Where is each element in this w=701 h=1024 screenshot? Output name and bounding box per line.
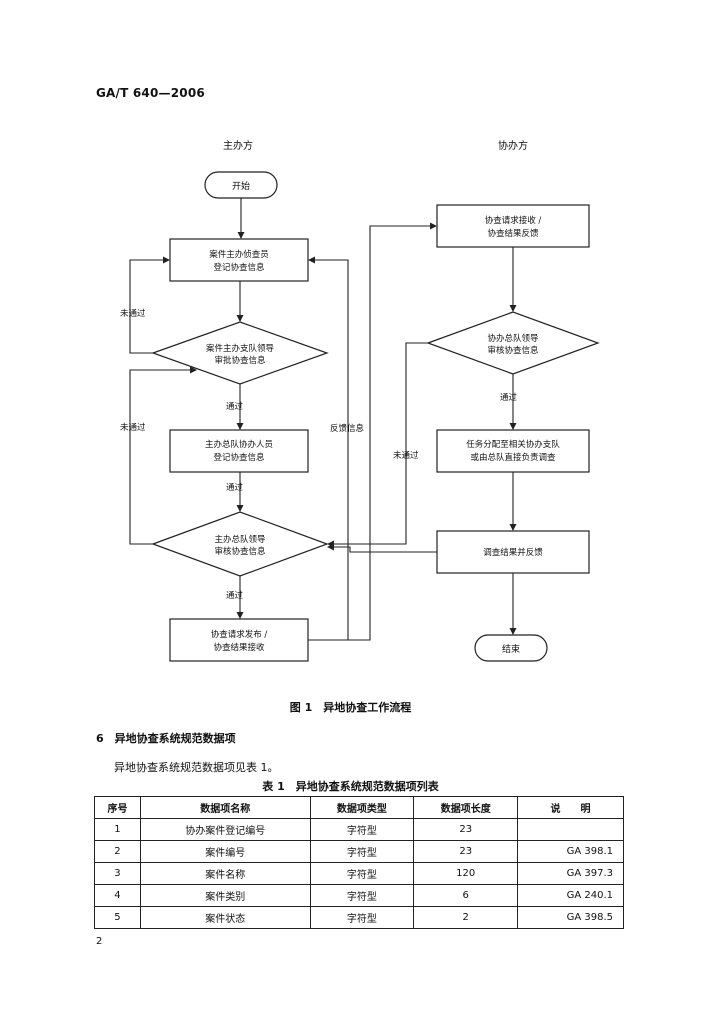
cell-note: GA 397.3: [517, 862, 624, 885]
cell-type: 字符型: [309, 818, 415, 841]
cell-no: 3: [94, 862, 141, 885]
rbox2-line2: 或由总队直接负责调查: [470, 452, 556, 463]
assist-decision: [426, 311, 600, 375]
corps-register-box: [169, 429, 309, 473]
cell-name: 协办案件登记编号: [139, 818, 311, 841]
label-pass-1: 通过: [226, 401, 244, 412]
col-header-length: 数据项长度: [413, 796, 519, 819]
figure-caption: 图 1 异地协查工作流程: [289, 701, 412, 714]
cell-length: 120: [413, 862, 519, 885]
table-row: 2 案件编号 字符型 23 GA 398.1: [94, 840, 624, 863]
rdec-line2: 审核协查信息: [487, 345, 539, 356]
rbox2-line1: 任务分配至相关协办支队: [466, 439, 560, 450]
col-header-name: 数据项名称: [139, 796, 311, 819]
cell-length: 23: [413, 818, 519, 841]
table-header-row: 序号 数据项名称 数据项类型 数据项长度 说 明: [94, 796, 624, 819]
cell-no: 5: [94, 906, 141, 929]
rdec-line1: 协办总队领导: [487, 333, 539, 344]
table-row: 4 案件类别 字符型 6 GA 240.1: [94, 884, 624, 907]
col-header-type: 数据项类型: [309, 796, 415, 819]
cell-name: 案件状态: [139, 906, 311, 929]
start-label: 开始: [232, 180, 250, 192]
cell-no: 2: [94, 840, 141, 863]
end-terminal: [474, 634, 548, 662]
dec1-line2: 审批协查信息: [214, 355, 266, 366]
request-publish-box: [169, 618, 309, 662]
cell-length: 2: [413, 906, 519, 929]
flow-connectors: [129, 198, 517, 641]
box1-line2: 登记协查信息: [213, 262, 265, 273]
document-code: GA/T 640—2006: [96, 86, 205, 100]
cell-note: GA 240.1: [517, 884, 624, 907]
table-row: 3 案件名称 字符型 120 GA 397.3: [94, 862, 624, 885]
rbox1-line1: 协查请求接收 /: [485, 215, 542, 226]
body-paragraph: 异地协查系统规范数据项见表 1。: [114, 761, 279, 774]
cell-note: GA 398.5: [517, 906, 624, 929]
cell-note: GA 398.1: [517, 840, 624, 863]
col-header-no: 序号: [94, 796, 141, 819]
cell-name: 案件名称: [139, 862, 311, 885]
cell-type: 字符型: [309, 906, 415, 929]
lane-title-assist: 协办方: [498, 139, 528, 152]
col-header-note: 说 明: [517, 796, 624, 819]
cell-no: 4: [94, 884, 141, 907]
label-fail-right: 未通过: [393, 450, 419, 461]
label-pass-2: 通过: [226, 482, 244, 493]
box3-line2: 协查结果接收: [213, 642, 265, 653]
box2-line1: 主办总队协办人员: [205, 439, 273, 450]
cell-type: 字符型: [309, 840, 415, 863]
task-assign-box: [436, 429, 590, 473]
investigate-feedback-box: [436, 530, 590, 574]
dec2-line2: 审核协查信息: [214, 546, 266, 557]
label-feedback: 反馈信息: [330, 423, 365, 434]
cell-length: 23: [413, 840, 519, 863]
cell-name: 案件编号: [139, 840, 311, 863]
table-caption: 表 1 异地协查系统规范数据项列表: [262, 780, 439, 793]
page-number: 2: [96, 936, 103, 947]
data-item-table: 序号 数据项名称 数据项类型 数据项长度 说 明 1 协办案件登记编号 字符型 …: [94, 796, 624, 929]
table-row: 5 案件状态 字符型 2 GA 398.5: [94, 906, 624, 929]
request-receive-box: [436, 204, 590, 248]
cell-note: [517, 818, 624, 841]
box1-line1: 案件主办侦查员: [209, 249, 269, 260]
dec2-line1: 主办总队领导: [214, 534, 266, 545]
end-label: 结束: [502, 643, 520, 655]
rbox3-label: 调查结果并反馈: [483, 547, 543, 558]
box3-line1: 协查请求发布 /: [211, 629, 268, 640]
section-heading: 6 异地协查系统规范数据项: [96, 732, 236, 745]
register-info-box: [169, 238, 309, 282]
cell-type: 字符型: [309, 884, 415, 907]
label-pass-3: 通过: [226, 590, 244, 601]
dec1-line1: 案件主办支队领导: [206, 343, 275, 354]
label-fail-1: 未通过: [120, 308, 146, 319]
cell-type: 字符型: [309, 862, 415, 885]
table-row: 1 协办案件登记编号 字符型 23: [94, 818, 624, 841]
cell-length: 6: [413, 884, 519, 907]
rbox1-line2: 协查结果反馈: [487, 228, 539, 239]
cell-no: 1: [94, 818, 141, 841]
workflow-flowchart: 主办方 协办方 开始 案件主办侦查员 登记协查信息 案件主办支队领导 审批协查信…: [120, 139, 600, 662]
box2-line2: 登记协查信息: [213, 452, 265, 463]
label-pass-right: 通过: [500, 392, 518, 403]
cell-name: 案件类别: [139, 884, 311, 907]
label-fail-2: 未通过: [120, 422, 146, 433]
lane-title-host: 主办方: [223, 139, 253, 152]
